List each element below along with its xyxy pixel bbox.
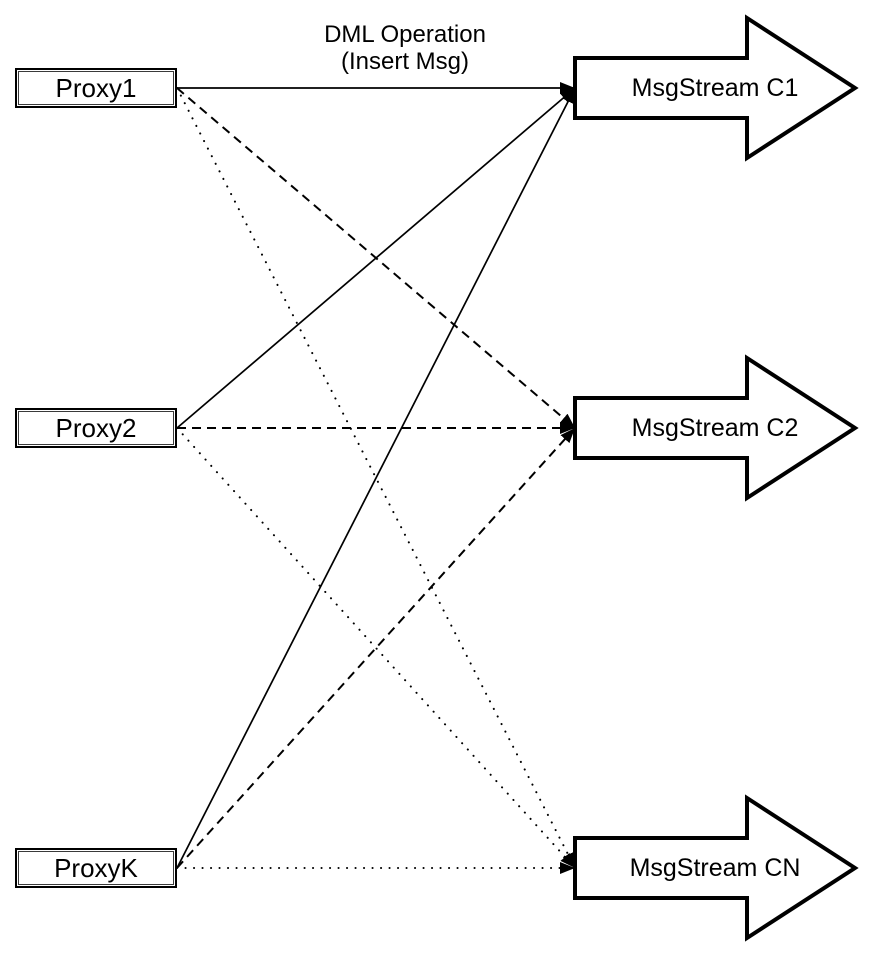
node-msgstream-c2 <box>573 354 859 502</box>
dml-operation-line2: (Insert Msg) <box>340 48 469 75</box>
edge-proxyk-c1 <box>176 87 576 869</box>
edge-proxyk-c2 <box>176 427 576 869</box>
node-proxy2: Proxy2 <box>15 408 177 448</box>
node-proxy1-label: Proxy1 <box>55 73 137 103</box>
node-proxy1: Proxy1 <box>15 68 177 108</box>
node-proxy2-label: Proxy2 <box>55 413 137 443</box>
node-msgstream-c1 <box>573 14 859 162</box>
node-proxyk: ProxyK <box>15 848 177 888</box>
node-proxyk-label: ProxyK <box>54 853 138 883</box>
edge-proxy2-cn <box>176 427 576 869</box>
edges-group <box>176 82 576 874</box>
dml-operation-label: DML Operation (Insert Msg) <box>255 21 555 75</box>
edge-proxy2-c1 <box>176 87 576 429</box>
node-msgstream-cn <box>573 794 859 942</box>
dml-operation-line1: DML Operation <box>324 21 486 48</box>
